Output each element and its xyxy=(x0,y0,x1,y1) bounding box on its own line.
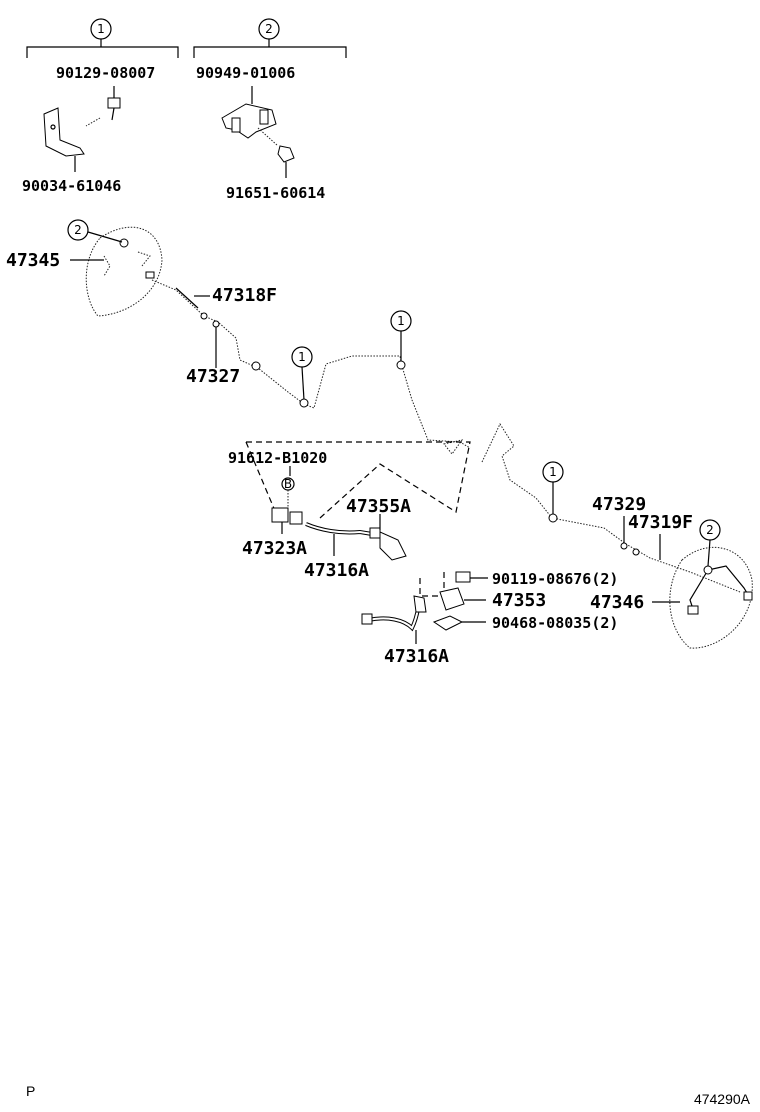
label-90129-08007: 90129-08007 xyxy=(56,64,155,82)
clamp-point-b xyxy=(396,360,406,370)
label-47329: 47329 xyxy=(592,494,646,515)
group-2-header: 2 xyxy=(193,18,347,58)
bracket-47353-part xyxy=(439,587,486,611)
clamp-point-c xyxy=(548,513,558,523)
label-47353: 47353 xyxy=(492,590,546,611)
label-90949-01006: 90949-01006 xyxy=(196,64,295,82)
callout-number-1-c: 1 xyxy=(549,465,557,479)
label-47319F: 47319F xyxy=(628,512,693,533)
clamp-point-a xyxy=(299,398,309,408)
clamp-2-part xyxy=(221,86,279,147)
label-47316A-upper: 47316A xyxy=(304,560,369,581)
fitting-point-rear xyxy=(703,565,713,575)
label-47318F: 47318F xyxy=(212,285,277,306)
bolt-91651-part xyxy=(277,145,295,178)
fitting-point xyxy=(119,238,129,248)
label-47316A-lower: 47316A xyxy=(384,646,449,667)
rear-brake-tube xyxy=(481,422,741,593)
front-disc-cover xyxy=(85,226,163,317)
label-90468-08035: 90468-08035(2) xyxy=(492,614,618,632)
clamp-bracket-part xyxy=(43,107,85,172)
flexible-hose-upper xyxy=(305,522,407,561)
callout-number-1-a: 1 xyxy=(298,350,306,364)
label-90034-61046: 90034-61046 xyxy=(22,177,121,195)
label-47327: 47327 xyxy=(186,366,240,387)
dashed-guide-1 xyxy=(246,441,471,519)
clip-90468-part xyxy=(432,615,486,631)
callout-number-1: 1 xyxy=(97,22,105,36)
hose-joint-part xyxy=(271,507,303,534)
label-91651-60614: 91651-60614 xyxy=(226,184,325,202)
label-47323A: 47323A xyxy=(242,538,307,559)
group-1-header: 1 xyxy=(26,18,179,58)
front-brake-tube xyxy=(151,279,471,449)
bolt-90129-part xyxy=(85,86,121,127)
label-90119-08676: 90119-08676(2) xyxy=(492,570,618,588)
label-47345: 47345 xyxy=(6,250,60,271)
bolt-90119-part xyxy=(455,571,488,583)
callout-circle-2-front xyxy=(67,219,89,241)
bolt-b-mark: B xyxy=(284,477,292,491)
footer-left-mark: P xyxy=(26,1083,35,1099)
callout-number-2: 2 xyxy=(265,22,273,36)
group-1-bracket xyxy=(26,46,179,58)
callout-number-1-b: 1 xyxy=(397,314,405,328)
rear-disc-cover xyxy=(669,546,753,649)
callout-number-2-front: 2 xyxy=(74,223,82,237)
drawing-id: 474290A xyxy=(694,1091,751,1107)
label-91612-B1020: 91612-B1020 xyxy=(228,449,327,467)
label-47346: 47346 xyxy=(590,592,644,613)
callout-number-2-rear: 2 xyxy=(706,523,714,537)
group-2-bracket xyxy=(193,46,347,58)
label-47355A: 47355A xyxy=(346,496,411,517)
flexible-hose-lower xyxy=(361,595,427,632)
